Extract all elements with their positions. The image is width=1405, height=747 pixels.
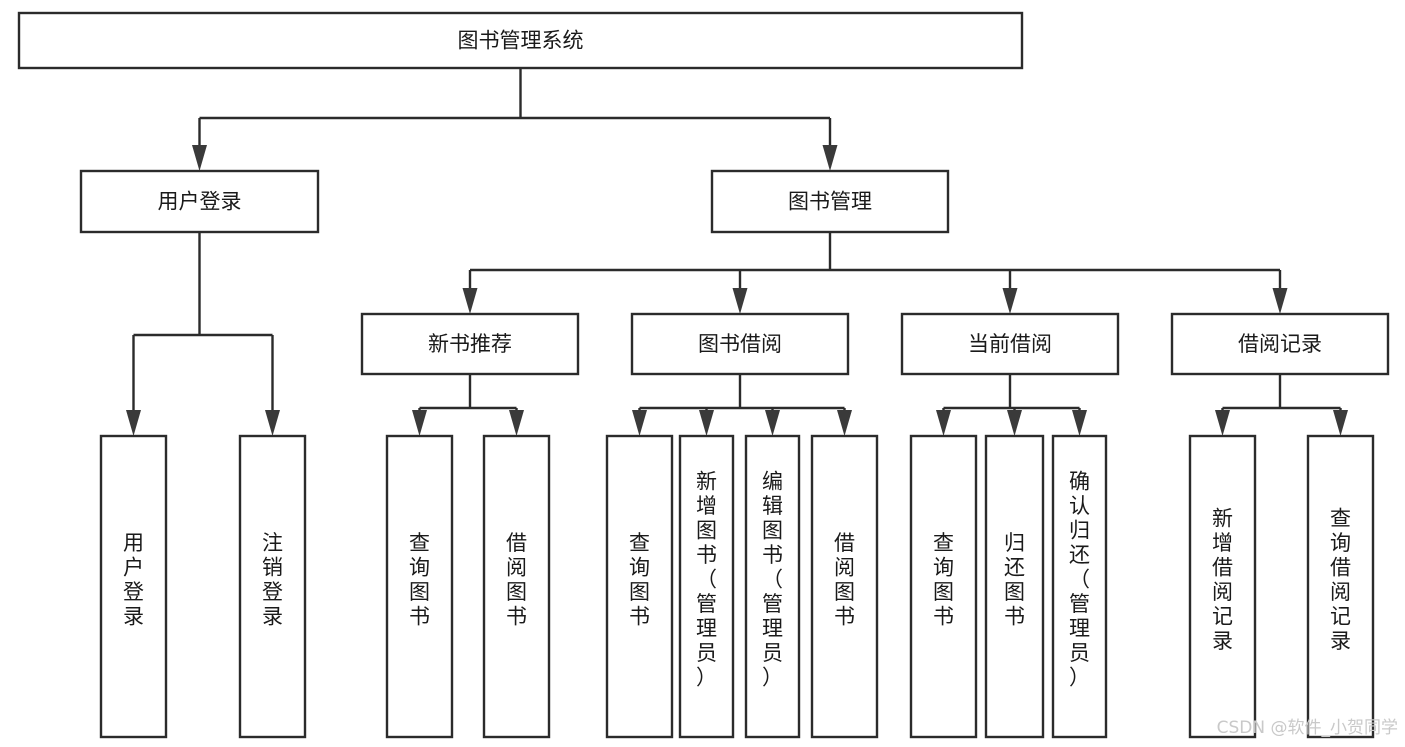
node-leaf-9-归还图书[interactable]: 归还图书 <box>984 434 1045 739</box>
node-box[interactable] <box>99 434 168 739</box>
node-box[interactable] <box>744 434 801 739</box>
node-label: 查询图书 <box>933 531 954 629</box>
arrow-head-icon <box>412 410 427 436</box>
node-l3-新书推荐[interactable]: 新书推荐 <box>360 312 580 376</box>
node-box[interactable] <box>17 11 1024 70</box>
node-label: 新增借阅记录 <box>1212 506 1233 653</box>
node-leaf-8-查询图书[interactable]: 查询图书 <box>909 434 978 739</box>
node-box[interactable] <box>605 434 674 739</box>
node-label: 借阅记录 <box>1238 332 1322 356</box>
node-leaf-11-新增借阅记录[interactable]: 新增借阅记录 <box>1188 434 1257 739</box>
node-label: 用户登录 <box>158 190 242 214</box>
node-box[interactable] <box>1188 434 1257 739</box>
node-label: 借阅图书 <box>506 531 527 629</box>
node-leaf-5-新增图书（管理员）[interactable]: 新增图书（管理员） <box>678 434 735 739</box>
node-label: 图书借阅 <box>698 332 782 356</box>
node-label: 查询借阅记录 <box>1330 506 1351 653</box>
node-leaf-2-查询图书[interactable]: 查询图书 <box>385 434 454 739</box>
node-box[interactable] <box>984 434 1045 739</box>
arrow-head-icon <box>699 410 714 436</box>
arrow-head-icon <box>509 410 524 436</box>
node-box[interactable] <box>385 434 454 739</box>
node-box[interactable] <box>909 434 978 739</box>
node-leaf-4-查询图书[interactable]: 查询图书 <box>605 434 674 739</box>
node-leaf-3-借阅图书[interactable]: 借阅图书 <box>482 434 551 739</box>
node-label: 查询图书 <box>409 531 430 629</box>
arrow-head-icon <box>936 410 951 436</box>
node-box[interactable] <box>810 434 879 739</box>
arrow-head-icon <box>126 410 141 436</box>
node-box[interactable] <box>900 312 1120 376</box>
node-label: 图书管理系统 <box>458 29 584 53</box>
node-l2-用户登录[interactable]: 用户登录 <box>79 169 320 234</box>
node-box[interactable] <box>1170 312 1390 376</box>
node-label: 新增图书（管理员） <box>696 470 717 690</box>
node-box[interactable] <box>360 312 580 376</box>
node-box[interactable] <box>238 434 307 739</box>
node-leaf-1-注销登录[interactable]: 注销登录 <box>238 434 307 739</box>
node-label: 归还图书 <box>1004 531 1025 629</box>
arrow-head-icon <box>1333 410 1348 436</box>
node-root-图书管理系统[interactable]: 图书管理系统 <box>17 11 1024 70</box>
node-label: 注销登录 <box>262 531 283 629</box>
arrow-head-icon <box>1072 410 1087 436</box>
node-l2-图书管理[interactable]: 图书管理 <box>710 169 950 234</box>
node-label: 查询图书 <box>629 531 650 629</box>
node-l3-当前借阅[interactable]: 当前借阅 <box>900 312 1120 376</box>
node-label: 确认归还（管理员） <box>1069 470 1090 690</box>
node-label: 当前借阅 <box>968 332 1052 356</box>
arrow-head-icon <box>192 145 207 171</box>
node-box[interactable] <box>630 312 850 376</box>
csdn-watermark: CSDN @软件_小贺同学 <box>1217 718 1398 738</box>
node-box[interactable] <box>710 169 950 234</box>
node-l3-图书借阅[interactable]: 图书借阅 <box>630 312 850 376</box>
node-leaf-0-用户登录[interactable]: 用户登录 <box>99 434 168 739</box>
arrow-head-icon <box>1007 410 1022 436</box>
node-box[interactable] <box>678 434 735 739</box>
node-leaf-6-编辑图书（管理员）[interactable]: 编辑图书（管理员） <box>744 434 801 739</box>
node-layer: 图书管理系统用户登录图书管理新书推荐图书借阅当前借阅借阅记录用户登录注销登录查询… <box>17 11 1390 739</box>
arrow-head-icon <box>1215 410 1230 436</box>
node-l3-借阅记录[interactable]: 借阅记录 <box>1170 312 1390 376</box>
node-label: 图书管理 <box>788 190 872 214</box>
node-leaf-7-借阅图书[interactable]: 借阅图书 <box>810 434 879 739</box>
node-leaf-10-确认归还（管理员）[interactable]: 确认归还（管理员） <box>1051 434 1108 739</box>
arrow-head-icon <box>1272 288 1288 314</box>
node-box[interactable] <box>79 169 320 234</box>
arrow-head-icon <box>837 410 852 436</box>
node-box[interactable] <box>1051 434 1108 739</box>
arrow-head-icon <box>1002 288 1018 314</box>
node-leaf-12-查询借阅记录[interactable]: 查询借阅记录 <box>1306 434 1375 739</box>
arrow-head-icon <box>462 288 478 314</box>
arrow-head-icon <box>732 288 748 314</box>
node-box[interactable] <box>1306 434 1375 739</box>
arrow-head-icon <box>265 410 280 436</box>
connector-layer <box>126 68 1348 436</box>
node-label: 编辑图书（管理员） <box>762 470 783 690</box>
arrow-head-icon <box>822 145 838 171</box>
arrow-head-icon <box>765 410 780 436</box>
arrow-head-icon <box>632 410 647 436</box>
node-label: 借阅图书 <box>834 531 855 629</box>
node-box[interactable] <box>482 434 551 739</box>
node-label: 新书推荐 <box>428 332 512 356</box>
node-label: 用户登录 <box>123 531 144 629</box>
